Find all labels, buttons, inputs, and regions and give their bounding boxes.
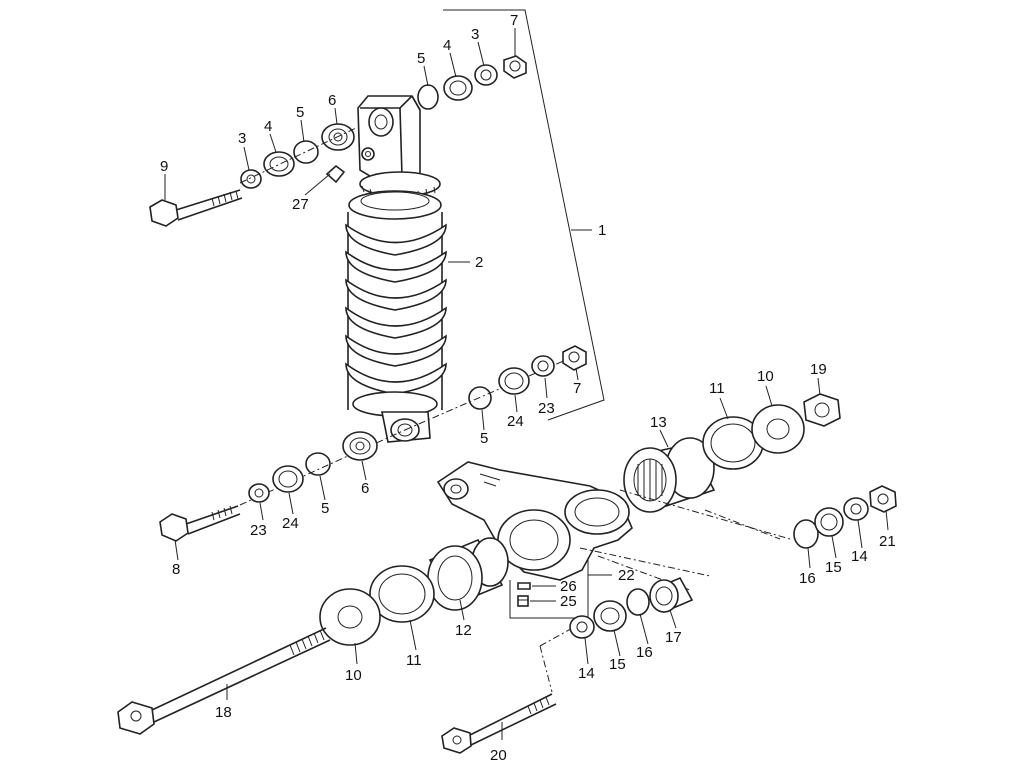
callout-19: 19: [810, 361, 827, 378]
callout-7: 7: [573, 380, 581, 397]
callout-14: 14: [851, 548, 868, 565]
callout-2: 2: [475, 254, 483, 271]
callout-13: 13: [650, 414, 667, 431]
callout-5: 5: [417, 50, 425, 67]
callout-12: 12: [455, 622, 472, 639]
linkage-arm: [436, 461, 633, 619]
callout-15: 15: [825, 559, 842, 576]
washer-4-top-left: [263, 151, 295, 177]
callout-18: 18: [215, 704, 232, 721]
callout-9: 9: [160, 158, 168, 175]
snap-ring-16-lower: [626, 588, 650, 616]
callout-10: 10: [345, 667, 362, 684]
seal-11-left: [369, 565, 435, 623]
callout-26: 26: [560, 578, 577, 595]
bolt-9: [149, 189, 243, 227]
snap-ring-5-top-right: [417, 84, 439, 110]
nut-7-mid: [562, 345, 587, 371]
washer-10-right: [751, 404, 805, 454]
callout-5: 5: [296, 104, 304, 121]
lower-left-stack: [117, 537, 509, 735]
washer-3-top-left: [240, 169, 262, 189]
seal-15-lower: [593, 600, 627, 632]
bolt-20: [441, 693, 557, 754]
callout-17: 17: [665, 629, 682, 646]
lower-right-shock-hardware: [404, 345, 587, 431]
nut-21: [869, 485, 897, 513]
nut-19: [803, 393, 841, 427]
right-bearing-stack: [619, 393, 897, 549]
washer-24-mid: [498, 367, 530, 395]
snap-ring-5-left: [305, 452, 331, 476]
callout-8: 8: [172, 561, 180, 578]
callout-labels: 1 2 3 3 4 4 5 5 5 5 6 6 7 7 8 9 10 10 11…: [160, 12, 896, 764]
snap-ring-16-right: [793, 519, 819, 549]
callout-4: 4: [443, 37, 451, 54]
callout-10: 10: [757, 368, 774, 385]
callout-6: 6: [361, 480, 369, 497]
shock-absorber: [345, 95, 447, 443]
lower-left-shock-hardware: [159, 429, 406, 542]
clip-27: [325, 164, 346, 184]
nut-7-top: [503, 55, 527, 79]
washer-23-left: [248, 483, 270, 503]
callout-25: 25: [560, 593, 577, 610]
callout-1: 1: [598, 222, 606, 239]
callout-24: 24: [282, 515, 299, 532]
callout-23: 23: [250, 522, 267, 539]
callout-5: 5: [480, 430, 488, 447]
callout-7: 7: [510, 12, 518, 29]
seal-15-right: [814, 507, 844, 537]
callout-4: 4: [264, 118, 272, 135]
callout-27: 27: [292, 196, 309, 213]
callout-16: 16: [799, 570, 816, 587]
top-left-hardware: [149, 123, 357, 227]
callout-14: 14: [578, 665, 595, 682]
callout-24: 24: [507, 413, 524, 430]
callout-3: 3: [471, 26, 479, 43]
callout-16: 16: [636, 644, 653, 661]
washer-4-top-right: [443, 75, 473, 101]
washer-10-left: [319, 588, 381, 646]
callout-22: 22: [618, 567, 635, 584]
callout-23: 23: [538, 400, 555, 417]
needle-bearing-13: [623, 437, 716, 513]
washer-14-right: [843, 497, 869, 521]
assembly-bracket: [443, 9, 605, 421]
bolt-18: [117, 627, 331, 735]
washer-24-left: [272, 465, 304, 493]
snap-ring-5-top-left: [293, 140, 319, 164]
lower-link-hardware: [441, 547, 711, 754]
callout-3: 3: [238, 130, 246, 147]
callout-5: 5: [321, 500, 329, 517]
bearing-17: [649, 576, 694, 614]
washer-3-top-right: [474, 64, 498, 86]
callout-6: 6: [328, 92, 336, 109]
washer-23-mid: [531, 355, 555, 377]
callout-11: 11: [709, 380, 725, 397]
callout-15: 15: [609, 656, 626, 673]
bearing-6-lower: [342, 431, 378, 461]
collar-12: [427, 537, 509, 611]
callout-20: 20: [490, 747, 507, 764]
callout-21: 21: [879, 533, 896, 550]
washer-14-lower: [569, 615, 595, 639]
grease-fitting-26: [517, 582, 531, 590]
callout-11: 11: [406, 652, 422, 669]
snap-ring-5-mid: [468, 386, 492, 410]
grease-fitting-25: [517, 595, 529, 607]
leader-lines: [164, 28, 889, 740]
top-upper-hardware: [417, 55, 527, 110]
bolt-8: [159, 505, 241, 542]
